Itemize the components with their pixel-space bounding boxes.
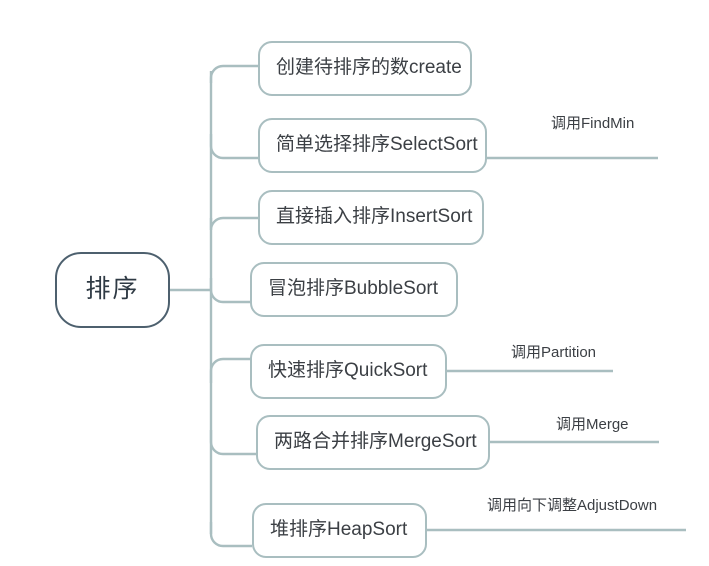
branch-node-label: 两路合并排序MergeSort <box>274 431 477 453</box>
branch-node-label: 直接插入排序InsertSort <box>276 206 473 228</box>
root-node[interactable]: 排序 <box>55 252 170 328</box>
connector-elbow-4 <box>209 278 250 304</box>
connector-elbow-2 <box>209 134 258 160</box>
branch-node-heapsort[interactable]: 堆排序HeapSort <box>252 503 427 558</box>
branch-node-insertsort[interactable]: 直接插入排序InsertSort <box>258 190 484 245</box>
branch-node-selectsort[interactable]: 简单选择排序SelectSort <box>258 118 487 173</box>
annotation-label-findmin: 调用FindMin <box>551 115 635 132</box>
connector-elbow-5 <box>209 357 250 383</box>
branch-node-label: 堆排序HeapSort <box>270 519 408 541</box>
annotation-label-adjustdown: 调用向下调整AdjustDown <box>487 497 658 514</box>
branch-node-mergesort[interactable]: 两路合并排序MergeSort <box>256 415 490 470</box>
connector-elbow-6 <box>209 430 256 456</box>
branch-node-bubblesort[interactable]: 冒泡排序BubbleSort <box>250 262 458 317</box>
connector-elbow-7 <box>209 522 252 548</box>
branch-node-create[interactable]: 创建待排序的数create <box>258 41 472 96</box>
connector-elbow-3 <box>209 216 258 231</box>
branch-node-label: 冒泡排序BubbleSort <box>268 278 439 300</box>
root-node-label: 排序 <box>85 275 140 304</box>
branch-node-quicksort[interactable]: 快速排序QuickSort <box>250 344 447 399</box>
annotation-label-merge: 调用Merge <box>556 416 629 433</box>
branch-node-label: 简单选择排序SelectSort <box>276 134 478 156</box>
annotation-label-partition: 调用Partition <box>511 344 597 361</box>
branch-node-label: 创建待排序的数create <box>276 57 462 79</box>
connector-elbow-1 <box>209 64 258 83</box>
branch-node-label: 快速排序QuickSort <box>268 360 428 382</box>
